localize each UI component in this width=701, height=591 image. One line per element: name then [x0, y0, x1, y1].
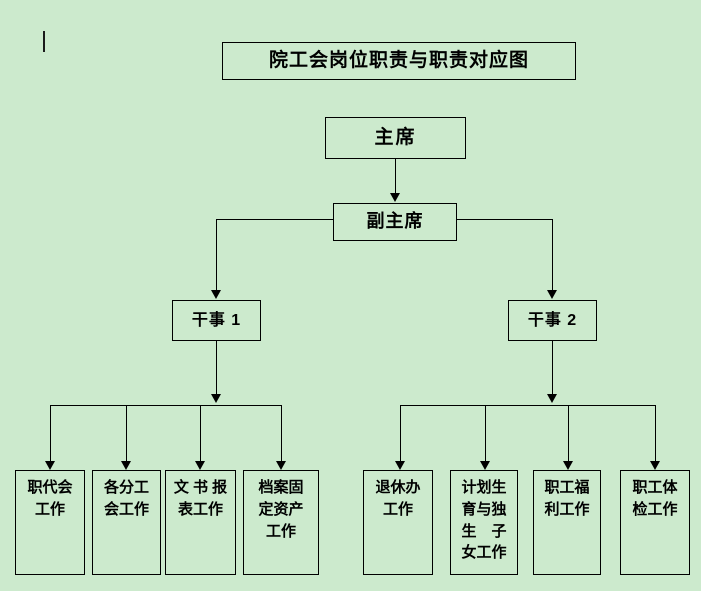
edge-vice-staff2-horizontal	[457, 219, 552, 220]
edge-leaf3-arrow-icon	[195, 461, 205, 470]
edge-leaf6-arrow-icon	[480, 461, 490, 470]
edge-vice-staff1-vertical	[216, 219, 217, 291]
edge-vice-staff1-horizontal	[216, 219, 334, 220]
edge-leaf8-arrow-icon	[650, 461, 660, 470]
edge-leaf5-arrow-icon	[395, 461, 405, 470]
chart-title-box: 院工会岗位职责与职责对应图	[222, 42, 576, 80]
leaf-label: 职工体检工作	[632, 479, 678, 518]
node-staff-1[interactable]: 干事 1	[172, 300, 261, 341]
chart-title-text: 院工会岗位职责与职责对应图	[268, 50, 529, 72]
node-chairman-label: 主席	[374, 127, 417, 149]
edge-leaf2-arrow-icon	[121, 461, 131, 470]
leaf-label: 计划生育与独生 子女工作	[461, 479, 507, 562]
leaf-box-gefengonghui[interactable]: 各分工会工作	[92, 470, 161, 575]
edge-leaf7-arrow-icon	[563, 461, 573, 470]
edge-leaf2-drop	[126, 405, 127, 462]
leaf-label: 职代会工作	[27, 479, 73, 518]
edge-leaf4-drop	[281, 405, 282, 462]
edge-chairman-vice	[395, 159, 396, 194]
leaf-box-zhigongfuli[interactable]: 职工福利工作	[533, 470, 601, 575]
edge-vice-staff2-vertical	[552, 219, 553, 291]
edge-leaf6-drop	[485, 405, 486, 462]
node-chairman[interactable]: 主席	[325, 117, 466, 159]
edge-leaf5-drop	[400, 405, 401, 462]
leaf-label: 各分工会工作	[103, 479, 149, 518]
edge-leaf4-arrow-icon	[276, 461, 286, 470]
leaf-box-wenshubaobiao[interactable]: 文 书 报表工作	[165, 470, 236, 575]
edge-staff1-drop	[216, 341, 217, 395]
leaf-box-danganguding[interactable]: 档案固定资产工作	[243, 470, 319, 575]
bus-right	[400, 405, 655, 406]
leaf-label: 文 书 报表工作	[173, 479, 228, 518]
leaf-label: 职工福利工作	[544, 479, 590, 518]
edge-leaf8-drop	[655, 405, 656, 462]
edge-staff2-drop	[552, 341, 553, 395]
edge-leaf1-drop	[50, 405, 51, 462]
node-vice-chairman[interactable]: 副主席	[333, 203, 457, 241]
text-cursor-icon	[43, 31, 45, 52]
leaf-box-zhigongtijian[interactable]: 职工体检工作	[620, 470, 690, 575]
edge-leaf1-arrow-icon	[45, 461, 55, 470]
node-staff-1-label: 干事 1	[191, 311, 242, 329]
edge-staff2-drop-arrow-icon	[547, 394, 557, 403]
leaf-box-zhidaihui[interactable]: 职代会工作	[15, 470, 85, 575]
leaf-label: 档案固定资产工作	[258, 479, 304, 540]
edge-staff1-drop-arrow-icon	[211, 394, 221, 403]
edge-leaf7-drop	[568, 405, 569, 462]
bus-left	[50, 405, 282, 406]
leaf-box-tuixiuban[interactable]: 退休办工作	[363, 470, 433, 575]
edge-leaf3-drop	[200, 405, 201, 462]
leaf-box-jihuashengyu[interactable]: 计划生育与独生 子女工作	[450, 470, 518, 575]
leaf-label: 退休办工作	[375, 479, 421, 518]
node-staff-2-label: 干事 2	[527, 311, 578, 329]
edge-vice-staff1-arrow-icon	[211, 290, 221, 299]
edge-vice-staff2-arrow-icon	[547, 290, 557, 299]
node-staff-2[interactable]: 干事 2	[508, 300, 597, 341]
node-vice-chairman-label: 副主席	[366, 211, 424, 232]
edge-chairman-vice-arrow-icon	[390, 193, 400, 202]
